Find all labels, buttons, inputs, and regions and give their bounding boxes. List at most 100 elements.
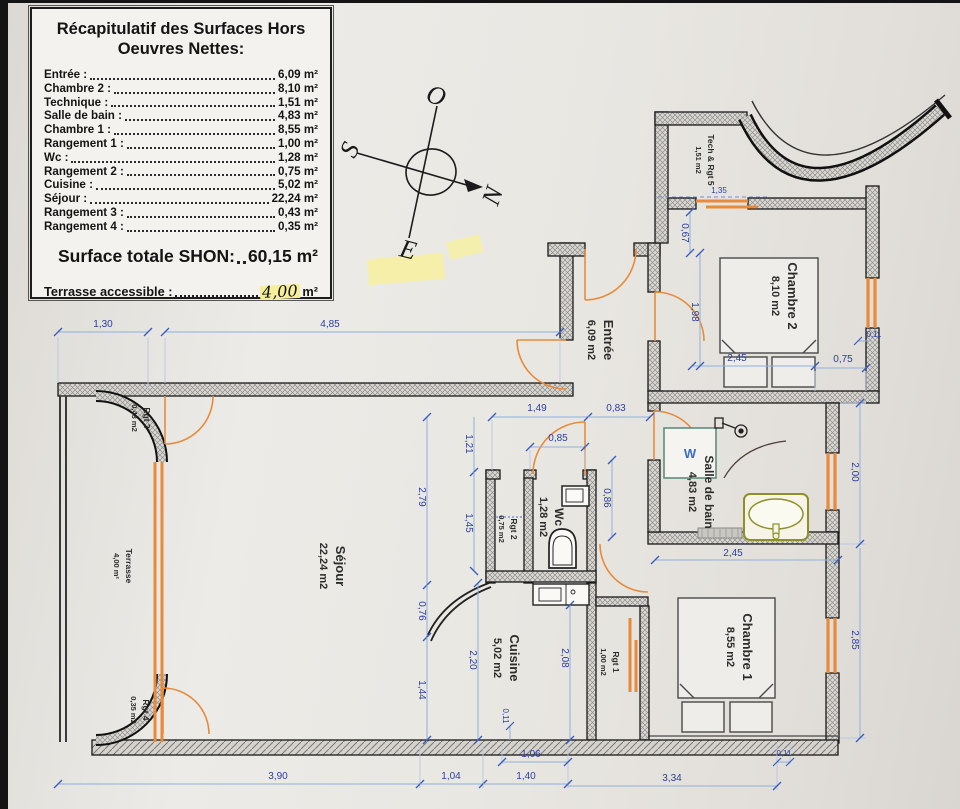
wall-sdb-left-stub: [647, 402, 661, 412]
room-label-chambre1: Chambre 1 8,55 m2: [724, 613, 755, 680]
bath-mat: [697, 527, 743, 539]
svg-text:Séjour: Séjour: [333, 546, 348, 586]
compass-arrow-icon: [464, 179, 483, 192]
washer-label: W: [684, 446, 697, 461]
surface-item-value: 0,35 m²: [278, 219, 318, 233]
room-label-terrasse: Terrasse 4,00 m²: [112, 549, 134, 584]
svg-text:0,83: 0,83: [606, 403, 626, 414]
surface-item-label: Wc :: [44, 150, 69, 164]
room-label-rgt3: Rgt 3 0,43 m2: [130, 404, 152, 432]
chambre2-window: [866, 278, 877, 328]
sejour-bay-window: [153, 462, 164, 742]
legend-title: Récapitulatif des Surfaces Hors Oeuvres …: [44, 19, 318, 59]
total-surface-row: Surface totale SHON: 60,15 m²: [44, 246, 318, 267]
furniture: [496, 257, 819, 733]
room-label-sdb: Salle de bain 4,83 m2: [686, 455, 716, 528]
wall-rgt2-wc-divider: [523, 477, 534, 584]
svg-text:5,02 m2: 5,02 m2: [491, 638, 503, 678]
wall-tech-top: [654, 111, 748, 126]
svg-text:Salle de bain: Salle de bain: [702, 455, 716, 528]
room-label-cuisine: Cuisine 5,02 m2: [491, 635, 522, 682]
chambre1-door-arc-icon: [599, 543, 649, 593]
wall-entree-right-upper: [647, 242, 661, 293]
surface-item-value: 5,02 m²: [278, 178, 318, 192]
svg-text:1,21: 1,21: [463, 434, 474, 454]
dotted-leader: [126, 229, 276, 232]
terrace-handwritten-value: 4,00: [259, 280, 300, 302]
legend-row: Entrée :6,09 m²: [44, 68, 318, 82]
wall-rgt2-top-stub: [485, 469, 501, 480]
wall-tech-chambre2-right: [747, 197, 871, 210]
rgt1-folding-door-icon: [628, 618, 638, 692]
legend-row: Séjour :22,24 m²: [44, 192, 318, 206]
legend-row: Rangement 4 :0,35 m²: [44, 220, 318, 234]
dim-sink-width: 1,06: [497, 749, 573, 767]
shower-head-icon: [714, 417, 748, 438]
dotted-leader: [90, 201, 269, 204]
tech-sliding-door-icon: [696, 199, 758, 209]
rgt3-door-arc-icon: [164, 395, 214, 445]
legend-title-line1: Récapitulatif des Surfaces Hors: [56, 20, 306, 38]
wall-rgt2-left: [485, 469, 496, 584]
svg-text:1,40: 1,40: [516, 771, 536, 782]
svg-text:1,28 m2: 1,28 m2: [537, 497, 549, 537]
dim-wc-height: 0,86: [601, 455, 617, 542]
svg-text:Rgt 3: Rgt 3: [142, 407, 152, 429]
wall-sejour-top: [57, 382, 574, 397]
wall-tech-left: [654, 111, 669, 244]
svg-text:0,67: 0,67: [679, 223, 690, 243]
compass-west-label: O: [423, 79, 450, 112]
svg-text:1,30: 1,30: [93, 319, 113, 330]
wall-cuisine-right: [586, 582, 597, 741]
dim-cuisine-offset: 0,11: [501, 709, 515, 740]
svg-text:1,45: 1,45: [463, 513, 474, 533]
wall-crescent-cap: [934, 98, 952, 120]
surface-item-value: 0,43 m²: [278, 205, 318, 219]
terrace-row: Terrasse accessible : 4,00 m²: [44, 280, 318, 302]
dim-chambre2-width: 2,45: [687, 353, 820, 371]
surface-item-label: Chambre 1 :: [44, 123, 112, 137]
dim-hall-seg1: 1,49: [487, 403, 593, 422]
room-label-wc: Wc 1,28 m2: [537, 497, 566, 537]
legend-row: Chambre 2 :8,10 m²: [44, 82, 318, 96]
surface-item-label: Entrée :: [44, 68, 88, 81]
total-surface-label: Surface totale SHON:: [58, 245, 235, 266]
compass-east-label: E: [396, 233, 420, 265]
dim-bottom-seg4: 3,34: [568, 773, 782, 791]
toilet-icon: [548, 528, 577, 569]
terrace-label: Terrasse accessible :: [44, 283, 173, 299]
dim-tech-height: 0,67: [679, 207, 695, 258]
surface-item-value: 4,83 m²: [278, 109, 318, 123]
svg-text:2,79: 2,79: [416, 487, 427, 507]
surface-item-value: 0,75 m²: [278, 164, 318, 178]
dim-tech-width: 1,35: [658, 186, 768, 198]
room-label-sejour: Séjour 22,24 m2: [317, 543, 348, 589]
doors-windows: [153, 199, 877, 742]
surface-item-label: Technique :: [44, 95, 109, 109]
highlighter-marks: [367, 234, 484, 286]
svg-text:0,75 m2: 0,75 m2: [497, 515, 506, 543]
svg-text:Terrasse: Terrasse: [124, 549, 134, 584]
dotted-leader: [126, 215, 276, 218]
svg-text:Chambre 2: Chambre 2: [785, 262, 800, 329]
svg-text:3,34: 3,34: [662, 773, 682, 784]
sejour-door-arc-icon: [516, 339, 567, 390]
wall-east-4: [825, 672, 840, 744]
wc-door-arc-icon: [532, 421, 586, 475]
chambre1-window: [826, 618, 837, 673]
compass-circle: [405, 148, 457, 196]
wall-sdb-left: [647, 459, 661, 533]
dotted-leader: [114, 91, 276, 94]
scanned-floor-plan-page: O S E N: [8, 3, 960, 809]
dim-chambre2-height: 1,98: [689, 248, 705, 371]
svg-text:2,00: 2,00: [849, 462, 860, 482]
dim-sejour-v-lower: 1,45: [463, 472, 479, 576]
svg-text:Rgt 1: Rgt 1: [611, 651, 621, 673]
dim-bottom-offset: 0,11: [772, 749, 795, 767]
wall-entree-right-lower: [647, 340, 661, 392]
legend-row: Salle de bain :4,83 m²: [44, 109, 318, 123]
surface-item-value: 8,55 m²: [278, 123, 318, 137]
wall-entree-left: [559, 242, 574, 341]
svg-text:22,24 m2: 22,24 m2: [317, 543, 329, 589]
svg-text:2,08: 2,08: [559, 648, 570, 668]
